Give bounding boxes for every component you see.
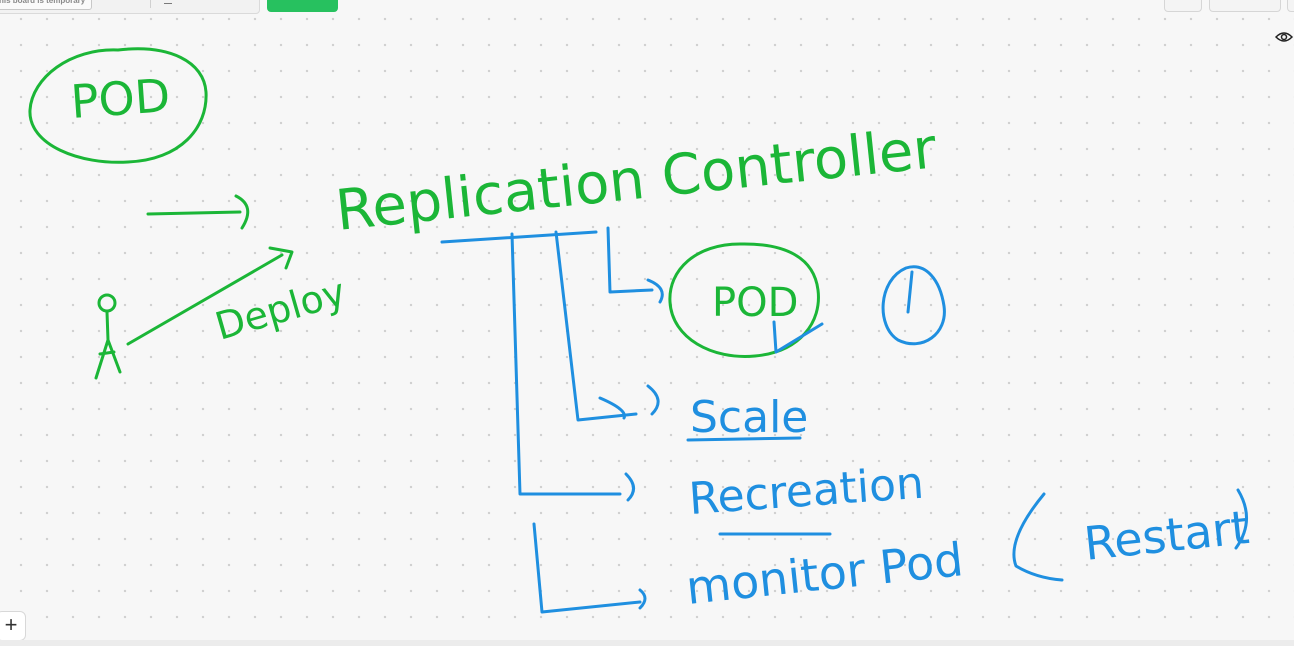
pod-ellipse-top-left [28, 47, 208, 164]
zoom-in-button[interactable]: + [0, 611, 26, 641]
toolbar-button-right-1[interactable] [1164, 0, 1202, 12]
text-scale: Scale [690, 392, 808, 443]
branch-to-recreation [510, 232, 635, 502]
toolbar-divider [150, 0, 151, 8]
bottom-bar [0, 640, 1294, 646]
plus-icon: + [4, 612, 18, 637]
text-pod-top-left: POD [69, 68, 172, 129]
scale-underline [686, 436, 802, 442]
text-replication-controller: Replication Controller [333, 116, 941, 244]
health-circle-mark [906, 270, 914, 314]
toolbar-button-right-2[interactable] [1209, 0, 1281, 12]
text-monitor-pod: monitor Pod [684, 532, 966, 615]
share-button[interactable] [267, 0, 338, 12]
user-figure-body [94, 310, 122, 380]
temporary-board-notice: his board is temporary [0, 0, 93, 10]
health-circle [881, 265, 946, 346]
restart-close-paren [1234, 488, 1248, 550]
toolbar-button-right-3[interactable] [1287, 0, 1294, 12]
branch-to-scale [554, 230, 660, 422]
text-recreation: Recreation [687, 458, 925, 525]
branch-to-monitor [532, 522, 647, 614]
text-deploy: Deploy [210, 270, 350, 349]
pod-ellipse-managed [668, 242, 820, 358]
deploy-arrow [126, 246, 294, 346]
pod-check-mark [772, 320, 824, 354]
toolbar-menu-icon[interactable] [164, 0, 172, 4]
controller-bracket-top [440, 230, 598, 244]
branch-to-pod [606, 226, 664, 304]
arrow-to-replication-controller [146, 194, 250, 230]
text-restart: Restart [1082, 500, 1252, 571]
text-pod-managed: POD [712, 280, 798, 326]
restart-open-paren [1012, 492, 1064, 582]
user-figure-head [97, 293, 117, 313]
eye-icon[interactable] [1275, 30, 1293, 44]
